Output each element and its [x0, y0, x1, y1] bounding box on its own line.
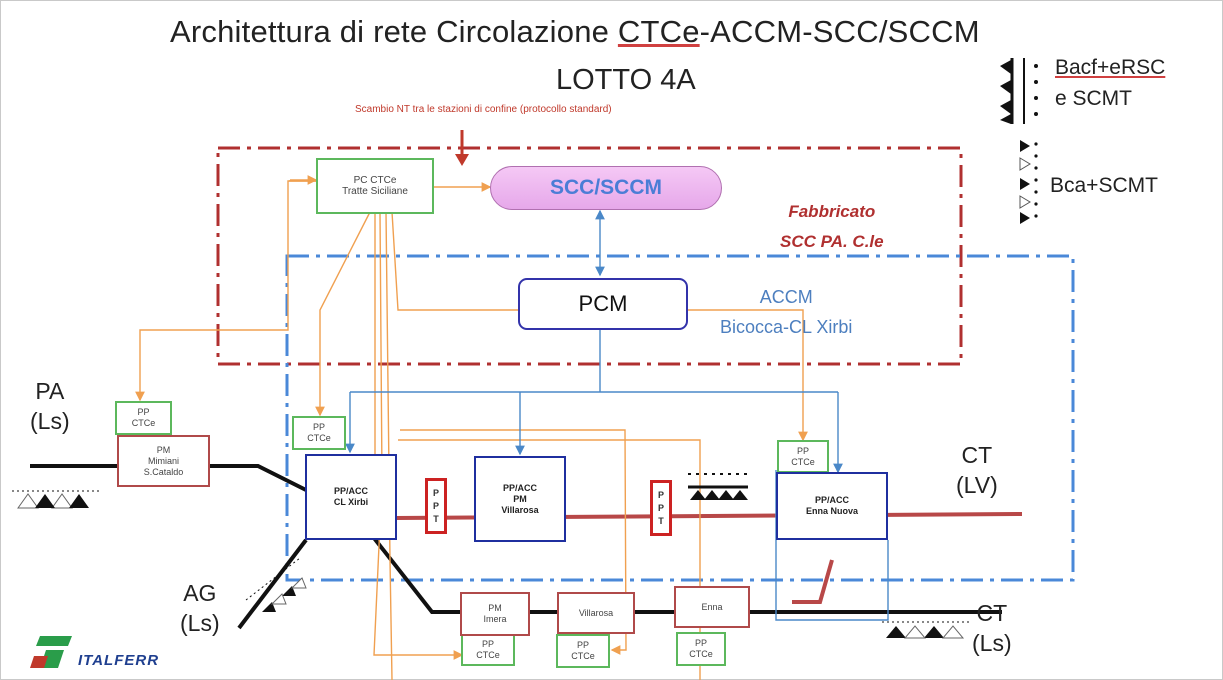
legend-bca: Bca+SCMT: [1050, 174, 1158, 197]
track-connection: [792, 559, 834, 604]
balise-ag: [245, 557, 307, 612]
accm-boundary: [285, 254, 1075, 582]
endpoint-pa: PA(Ls): [30, 378, 70, 434]
endpoint-ct-lv: CT(LV): [956, 442, 998, 498]
boundary-exchange-note: Scambio NT tra le stazioni di confine (p…: [355, 104, 612, 115]
balise-enna: [688, 473, 748, 500]
subtitle: LOTTO 4A: [556, 64, 696, 96]
station-enna[interactable]: Enna: [674, 586, 750, 628]
track-pa: [30, 464, 307, 492]
scc-sccm-node[interactable]: SCC/SCCM: [490, 166, 722, 210]
station-villarosa[interactable]: Villarosa: [557, 592, 635, 634]
track-ls: [372, 536, 1002, 614]
italferr-logo-mark: [30, 636, 72, 668]
legend-bacf-symbol: [1000, 58, 1038, 124]
legend-bca-symbol: [1019, 140, 1038, 224]
track-ag: [237, 538, 308, 630]
endpoint-ag: AG(Ls): [180, 580, 220, 636]
balise-ct: [882, 621, 970, 639]
page-title: Architettura di rete Circolazione CTCe-A…: [170, 14, 980, 49]
pcm-node[interactable]: PCM: [518, 278, 688, 330]
italferr-logo-text: ITALFERR: [78, 652, 160, 669]
balise-pa: [12, 490, 100, 509]
fabbricato-boundary: [216, 146, 963, 366]
endpoint-ct-ls: CT(Ls): [972, 600, 1012, 656]
